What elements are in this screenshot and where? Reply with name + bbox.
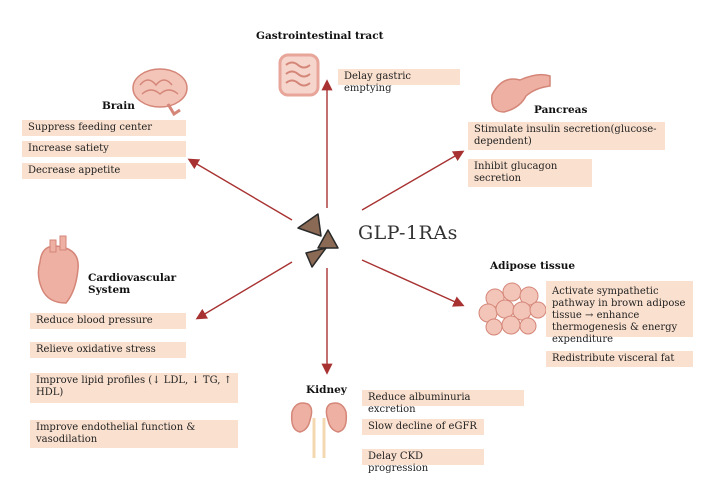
arrow-to-brain	[187, 158, 293, 221]
kidney-title: Kidney	[306, 384, 347, 396]
kidney-effect-1: Reduce albuminuria excretion	[362, 390, 524, 415]
brain-effect-2: Increase satiety	[22, 141, 186, 157]
glp1ras-label: GLP-1RAs	[358, 222, 458, 244]
brain-icon	[132, 68, 188, 117]
kidney-icon	[290, 402, 348, 458]
kidney-effect-3: Delay CKD progression	[362, 449, 484, 474]
cardio-effect-3: Improve lipid profiles (↓ LDL, ↓ TG, ↑ H…	[30, 373, 238, 403]
cardio-effect-2: Relieve oxidative stress	[30, 342, 186, 358]
arrow-to-pancreas	[361, 150, 465, 211]
arrow-to-cardio	[195, 261, 293, 320]
brain-title: Brain	[102, 100, 135, 112]
gi-title: Gastrointestinal tract	[256, 30, 384, 42]
cardio-effect-1: Reduce blood pressure	[30, 313, 186, 329]
gi-effect-1: Delay gastric emptying	[338, 69, 460, 94]
pancreas-title: Pancreas	[534, 104, 588, 116]
pancreas-effect-1: Stimulate insulin secretion(glucose-depe…	[468, 122, 665, 150]
intestine-icon	[278, 53, 320, 97]
glp1-molecule-icon	[297, 213, 339, 268]
brain-effect-1: Suppress feeding center	[22, 120, 186, 136]
adipose-effect-2: Redistribute visceral fat	[546, 351, 693, 367]
adipose-title: Adipose tissue	[490, 260, 576, 272]
kidney-effect-2: Slow decline of eGFR	[362, 419, 484, 435]
brain-effect-3: Decrease appetite	[22, 163, 186, 179]
cardio-title: Cardiovascular System	[88, 272, 177, 296]
cardio-effect-4: Improve endothelial function & vasodilat…	[30, 420, 238, 448]
adipose-effect-1: Activate sympathetic pathway in brown ad…	[546, 281, 693, 345]
pancreas-effect-2: Inhibit glucagon secretion	[468, 159, 592, 187]
arrow-to-adipose	[361, 259, 465, 307]
adipose-tissue-icon	[478, 282, 547, 336]
pancreas-icon	[491, 73, 551, 113]
heart-icon	[37, 235, 79, 304]
